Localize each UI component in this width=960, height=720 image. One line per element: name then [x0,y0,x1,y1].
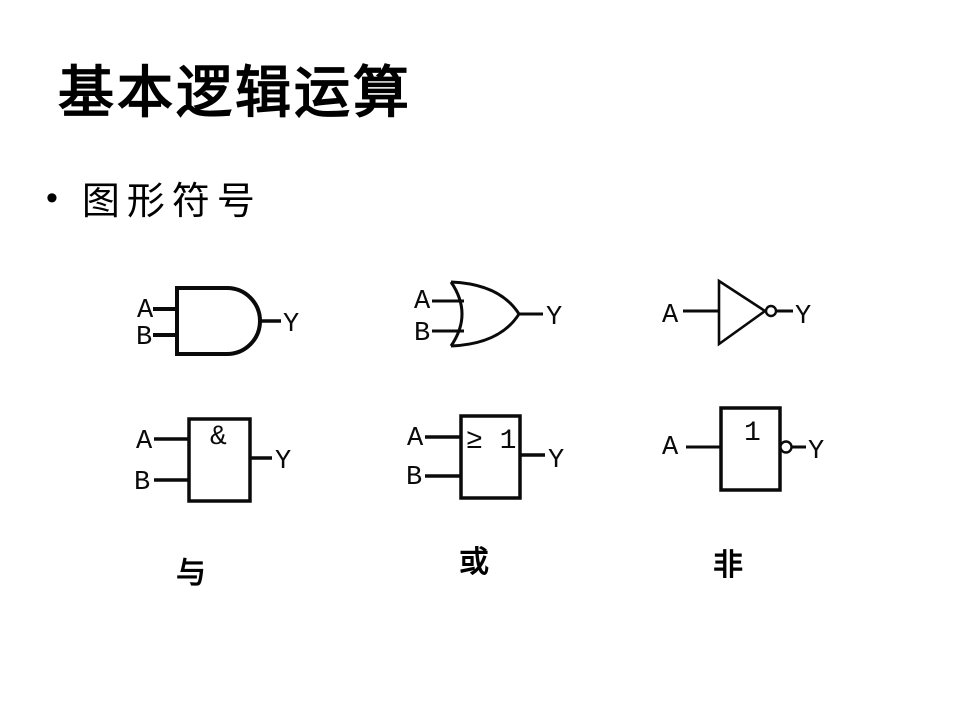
and-us-input-b-label: B [136,323,152,353]
or-iec-input-a-label: A [407,424,424,454]
and-iec-input-b-label: B [134,468,150,498]
and-iec-function-symbol: & [210,422,227,453]
bullet-marker-icon: • [46,178,58,217]
or-us-output-label: Y [546,303,562,333]
not-us-output-label: Y [795,302,811,332]
not-us-inversion-bubble [764,304,778,318]
not-iec-input-a-label: A [662,433,679,463]
or-us-gate-back [449,281,464,347]
or-gate-us: A B Y [414,280,562,349]
not-us-input-a-label: A [662,301,679,331]
not-iec-function-symbol: 1 [744,418,761,449]
or-iec-output-label: Y [548,446,564,476]
not-iec-output-label: Y [808,437,824,467]
not-gate-us: A Y [662,278,811,347]
and-iec-gate-body [187,417,252,503]
and-us-output-label: Y [283,310,299,340]
or-iec-function-symbol: ≥ 1 [466,426,516,457]
caption-and: 与 [176,557,206,590]
and-iec-input-a-label: A [136,427,153,457]
or-iec-input-b-label: B [406,463,422,493]
or-us-input-a-label: A [414,287,431,317]
and-us-input-a-label: A [137,296,154,326]
and-gate-iec: A B & Y [134,417,291,503]
and-iec-output-label: Y [275,447,291,477]
not-iec-inversion-bubble [779,440,793,454]
caption-not: 非 [713,549,743,582]
not-gate-iec: A 1 Y [662,406,824,492]
or-iec-gate-body [459,414,522,500]
bullet-item: • 图形符号 [46,170,262,225]
bullet-text: 图形符号 [81,181,262,223]
or-gate-iec: A B ≥ 1 Y [406,414,564,500]
and-gate-us: A B Y [136,286,299,356]
not-us-triangle [717,278,768,347]
page-title: 基本逻辑运算 [58,63,412,125]
or-us-input-b-label: B [414,319,430,349]
caption-or: 或 [459,546,489,579]
and-us-gate-body [175,286,262,356]
